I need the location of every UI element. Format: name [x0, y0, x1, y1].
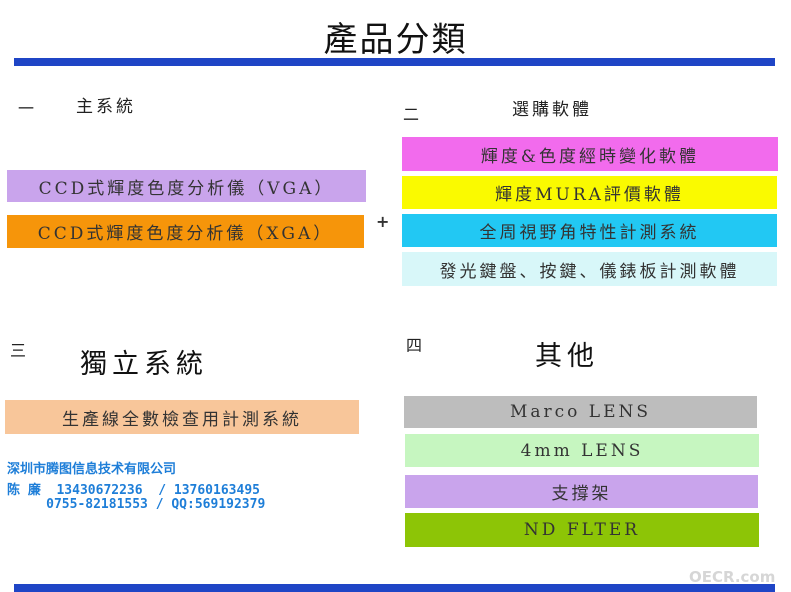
plus-sign: +	[376, 212, 390, 231]
main-system-xga-label: CCD式輝度色度分析儀（XGA）	[37, 224, 334, 244]
other-nd-filter: ND FLTER	[405, 513, 759, 547]
bottom-divider	[14, 584, 775, 592]
other-marco-lens: Marco LENS	[404, 396, 757, 428]
other-stand-label: 支撐架	[551, 484, 612, 504]
software-mura-label: 輝度MURA評價軟體	[495, 185, 684, 205]
other-4mm-lens: 4mm LENS	[405, 434, 759, 467]
main-system-vga-label: CCD式輝度色度分析儀（VGA）	[38, 178, 335, 199]
section-2-label: 選購軟體	[512, 100, 592, 120]
standalone-inspection-system: 生產線全數檢查用計測系統	[5, 400, 359, 434]
section-1-number: 一	[18, 99, 35, 118]
standalone-inspection-system-label: 生產線全數檢查用計測系統	[62, 409, 302, 430]
software-luminance-aging-label: 輝度&色度經時變化軟體	[480, 146, 700, 167]
software-keyboard-panel: 發光鍵盤、按鍵、儀錶板計測軟體	[402, 252, 777, 286]
section-3-label: 獨立系統	[80, 349, 208, 380]
section-4-number: 四	[406, 336, 423, 355]
contact-phone-line: 陈 廉 13430672236 / 13760163495	[7, 483, 260, 498]
software-viewing-angle-label: 全周視野角特性計測系統	[479, 223, 700, 243]
software-luminance-aging: 輝度&色度經時變化軟體	[402, 137, 778, 171]
main-system-vga: CCD式輝度色度分析儀（VGA）	[7, 170, 366, 202]
software-mura: 輝度MURA評價軟體	[402, 176, 777, 209]
other-marco-lens-label: Marco LENS	[509, 402, 652, 422]
contact-company: 深圳市腾图信息技术有限公司	[7, 462, 177, 477]
section-3-number: 三	[10, 341, 27, 360]
main-system-xga: CCD式輝度色度分析儀（XGA）	[7, 215, 364, 248]
software-viewing-angle: 全周視野角特性計測系統	[402, 214, 777, 247]
section-4-label: 其他	[535, 341, 599, 372]
other-stand: 支撐架	[405, 475, 758, 508]
watermark: OECR.com	[689, 568, 776, 586]
other-nd-filter-label: ND FLTER	[523, 520, 641, 540]
page-title: 產品分類	[323, 20, 468, 60]
contact-tel-qq-line: 0755-82181553 / QQ:569192379	[7, 497, 266, 512]
software-keyboard-panel-label: 發光鍵盤、按鍵、儀錶板計測軟體	[439, 261, 740, 282]
section-1-label: 主系統	[76, 97, 136, 117]
top-divider	[14, 58, 775, 66]
other-4mm-lens-label: 4mm LENS	[520, 440, 644, 461]
section-2-number: 二	[403, 105, 420, 124]
